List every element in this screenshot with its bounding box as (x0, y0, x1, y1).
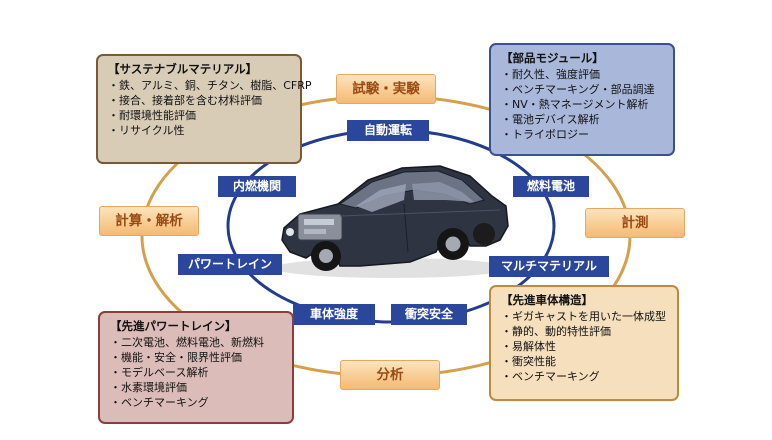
car-engine-detail (304, 219, 334, 225)
label-test-experiment: 試験・実験 (336, 74, 436, 104)
box-list: 耐久性、強度評価 ベンチマーキング・部品調達 NV・熱マネージメント解析 電池デ… (501, 67, 663, 142)
list-item: 耐環境性能評価 (108, 108, 290, 123)
car-door-line (403, 203, 409, 253)
car-rear-rim (445, 236, 461, 252)
list-item: ベンチマーキング・部品調達 (501, 82, 663, 97)
label-internal-combustion: 内燃機関 (218, 176, 296, 197)
box-list: 二次電池、燃料電池、新燃料 機能・安全・限界性評価 モデルベース解析 水素環境評… (110, 335, 282, 410)
box-title: 【サステナブルマテリアル】 (108, 62, 258, 76)
box-title: 【先進パワートレイン】 (110, 319, 237, 333)
box-title: 【部品モジュール】 (501, 51, 604, 65)
list-item: 易解体性 (501, 339, 667, 354)
box-list: 鉄、アルミ、銅、チタン、樹脂、CFRP 接合、接着部を含む材料評価 耐環境性能評… (108, 78, 312, 138)
car-front-rim (319, 249, 333, 263)
label-body-strength: 車体強度 (293, 304, 375, 325)
box-advanced-powertrain: 【先進パワートレイン】 二次電池、燃料電池、新燃料 機能・安全・限界性評価 モデ… (98, 311, 294, 424)
car-side-window (412, 182, 474, 202)
list-item: モデルベース解析 (110, 365, 282, 380)
car-rear-wheel-2 (473, 223, 495, 245)
list-item: 水素環境評価 (110, 380, 282, 395)
list-item: 耐久性、強度評価 (501, 67, 663, 82)
label-calculation-analysis: 計算・解析 (99, 206, 199, 236)
list-item: NV・熱マネージメント解析 (501, 97, 663, 112)
label-autonomous-driving: 自動運転 (347, 120, 429, 141)
car-engine-detail-2 (304, 229, 326, 234)
label-multi-material: マルチマテリアル (489, 256, 609, 277)
list-item: 接合、接着部を含む材料評価 (108, 93, 290, 108)
list-item: リサイクル性 (108, 123, 290, 138)
list-item: ベンチマーキング (501, 369, 667, 384)
box-parts-module: 【部品モジュール】 耐久性、強度評価 ベンチマーキング・部品調達 NV・熱マネー… (489, 43, 675, 156)
car-belt-line (339, 209, 501, 217)
list-item: 静的、動的特性評価 (501, 324, 667, 339)
list-item: 衝突性能 (501, 354, 667, 369)
box-advanced-body-structure: 【先進車体構造】 ギガキャストを用いた一体成型 静的、動的特性評価 易解体性 衝… (489, 285, 679, 401)
list-item: ギガキャストを用いた一体成型 (501, 309, 667, 324)
box-title: 【先進車体構造】 (501, 293, 593, 307)
list-item: 二次電池、燃料電池、新燃料 (110, 335, 282, 350)
car-illustration (274, 165, 510, 278)
list-item: ベンチマーキング (110, 395, 282, 410)
box-list: ギガキャストを用いた一体成型 静的、動的特性評価 易解体性 衝突性能 ベンチマー… (501, 309, 667, 384)
car-engine-block (297, 213, 343, 241)
car-windshield (356, 184, 406, 212)
list-item: 電池デバイス解析 (501, 112, 663, 127)
label-fuel-cell: 燃料電池 (513, 176, 589, 197)
list-item: 機能・安全・限界性評価 (110, 350, 282, 365)
label-measurement: 計測 (585, 208, 685, 238)
box-sustainable-material: 【サステナブルマテリアル】 鉄、アルミ、銅、チタン、樹脂、CFRP 接合、接着部… (96, 54, 312, 164)
car-headlight (286, 228, 294, 236)
label-powertrain: パワートレイン (178, 254, 282, 275)
label-crash-safety: 衝突安全 (391, 304, 467, 325)
label-analysis: 分析 (340, 360, 440, 390)
list-item: 鉄、アルミ、銅、チタン、樹脂、CFRP (108, 78, 312, 93)
list-item: トライボロジー (501, 127, 663, 142)
